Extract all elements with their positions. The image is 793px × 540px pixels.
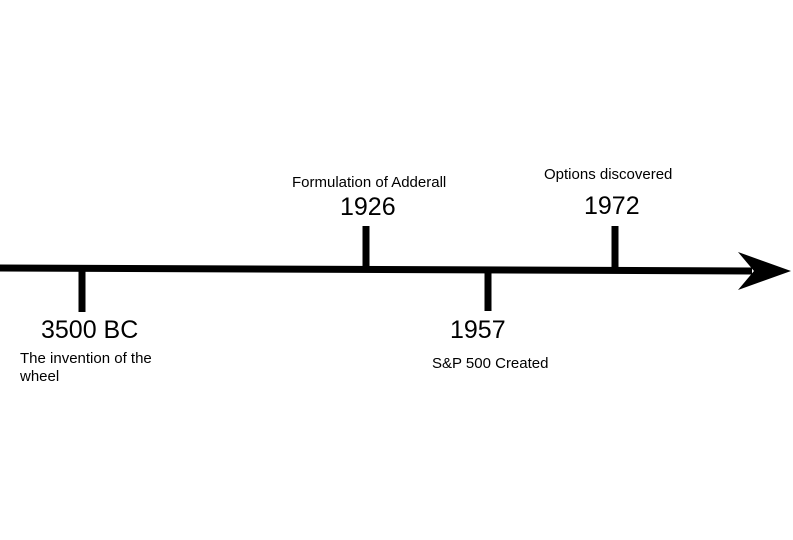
- event-description-1972: Options discovered: [544, 166, 673, 183]
- event-description-3500bc: The invention of the wheel: [20, 350, 152, 385]
- event-description-1957: S&P 500 Created: [432, 355, 549, 372]
- timeline-axis: [0, 264, 753, 275]
- event-year-3500bc: 3500 BC: [41, 316, 139, 344]
- event-year-1926: 1926: [340, 193, 396, 221]
- event-year-1972: 1972: [584, 192, 640, 220]
- timeline-arrowhead: [738, 252, 791, 290]
- event-year-1957: 1957: [450, 316, 506, 344]
- event-description-1926: Formulation of Adderall: [292, 174, 447, 191]
